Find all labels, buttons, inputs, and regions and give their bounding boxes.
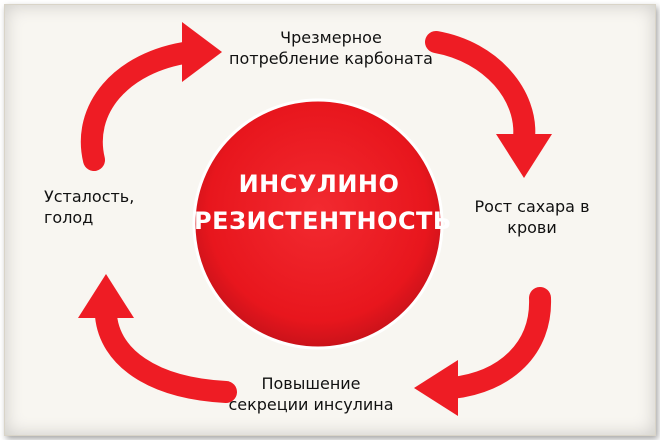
- node-bottom-label: Повышение секреции инсулина: [206, 373, 416, 415]
- node-top-line-1: Чрезмерное: [280, 28, 382, 47]
- node-right-line-2: крови: [507, 218, 557, 237]
- node-left-line-2: голод: [44, 208, 94, 227]
- node-left-label: Усталость, голод: [44, 186, 164, 228]
- center-circle: [192, 98, 444, 350]
- node-right-line-1: Рост сахара в: [474, 197, 590, 216]
- arrow-left-to-top: [80, 22, 222, 171]
- arrow-right-to-bottom: [414, 287, 552, 416]
- arrow-bottom-to-left: [78, 274, 237, 403]
- node-left-line-1: Усталость,: [44, 187, 135, 206]
- node-top-line-2: потребление карбоната: [229, 49, 433, 68]
- node-right-label: Рост сахара в крови: [462, 196, 602, 238]
- center-title-line-2: РЕЗИСТЕНТНОСТЬ: [194, 207, 452, 235]
- node-bottom-line-1: Повышение: [261, 374, 361, 393]
- arrow-top-to-right: [425, 31, 552, 178]
- node-top-label: Чрезмерное потребление карбоната: [226, 27, 436, 69]
- center-title-line-1: ИНСУЛИНО: [238, 170, 400, 198]
- node-bottom-line-2: секреции инсулина: [228, 395, 394, 414]
